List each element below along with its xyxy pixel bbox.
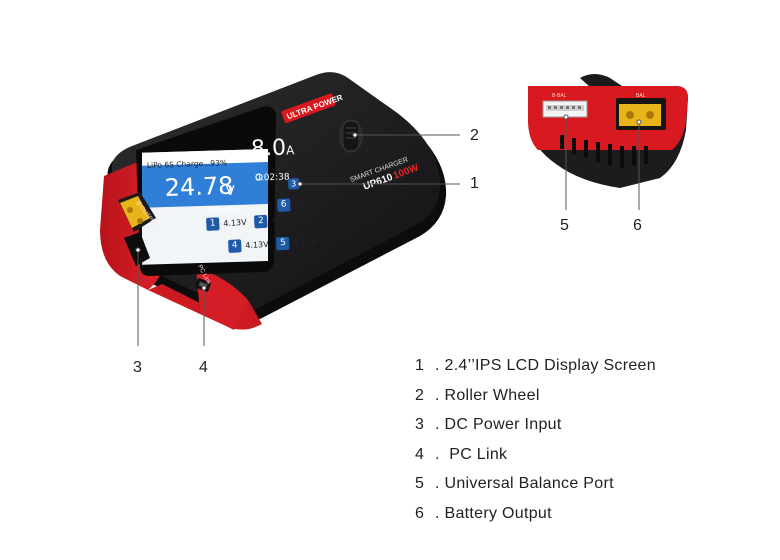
callout-5: 5 (560, 217, 569, 234)
lcd-screen (142, 148, 268, 265)
legend-number: 6 (415, 504, 425, 522)
callout-6: 6 (633, 217, 642, 234)
legend-item: 2 . Roller Wheel (415, 387, 656, 417)
legend-text: . 2.4’’IPS LCD Display Screen (435, 357, 656, 374)
feature-legend: 1 . 2.4’’IPS LCD Display Screen 2 . Roller… (415, 357, 656, 535)
xt60-output-port (118, 192, 156, 232)
leader-dot (201, 285, 207, 291)
brand-logo: ULTRA POWER (281, 93, 344, 124)
back-balance-label: B-BAL (552, 93, 567, 99)
roller-wheel[interactable] (339, 119, 363, 153)
callout-1: 1 (470, 175, 479, 192)
charger-back-view (528, 74, 688, 188)
legend-text: . Battery Output (435, 504, 552, 522)
leader-dot (636, 119, 642, 125)
legend-text: . Roller Wheel (435, 386, 540, 404)
leader-dot (563, 114, 569, 120)
screen-capacity: 319mAh (206, 205, 240, 215)
screen-voltage-value: 24.78 (164, 172, 234, 202)
leader-lines (137, 117, 640, 346)
back-port-label: BAL (636, 93, 646, 99)
leader-dot (135, 247, 141, 253)
legend-item: 4 . PC Link (415, 446, 656, 476)
legend-number: 5 (415, 475, 425, 493)
legend-item: 5 . Universal Balance Port (415, 475, 656, 505)
legend-text: . PC Link (435, 445, 508, 463)
legend-number: 2 (415, 386, 425, 404)
legend-text: . DC Power Input (435, 416, 562, 434)
legend-number: 4 (415, 445, 425, 463)
leader-dot (352, 132, 358, 138)
callout-4: 4 (199, 359, 208, 376)
callout-3: 3 (133, 359, 142, 376)
callout-2: 2 (470, 127, 479, 144)
legend-item: 1 . 2.4’’IPS LCD Display Screen (415, 357, 656, 387)
legend-number: 3 (415, 416, 425, 434)
legend-text: . Universal Balance Port (435, 475, 614, 493)
screen-voltage-unit: V (226, 184, 236, 199)
timer-icon (255, 173, 263, 181)
legend-item: 6 . Battery Output (415, 505, 656, 535)
screen-status-text: LiPo 6S Charge...93% (147, 158, 227, 170)
leader-dot (297, 181, 303, 187)
legend-number: 1 (415, 357, 425, 374)
legend-item: 3 . DC Power Input (415, 416, 656, 446)
